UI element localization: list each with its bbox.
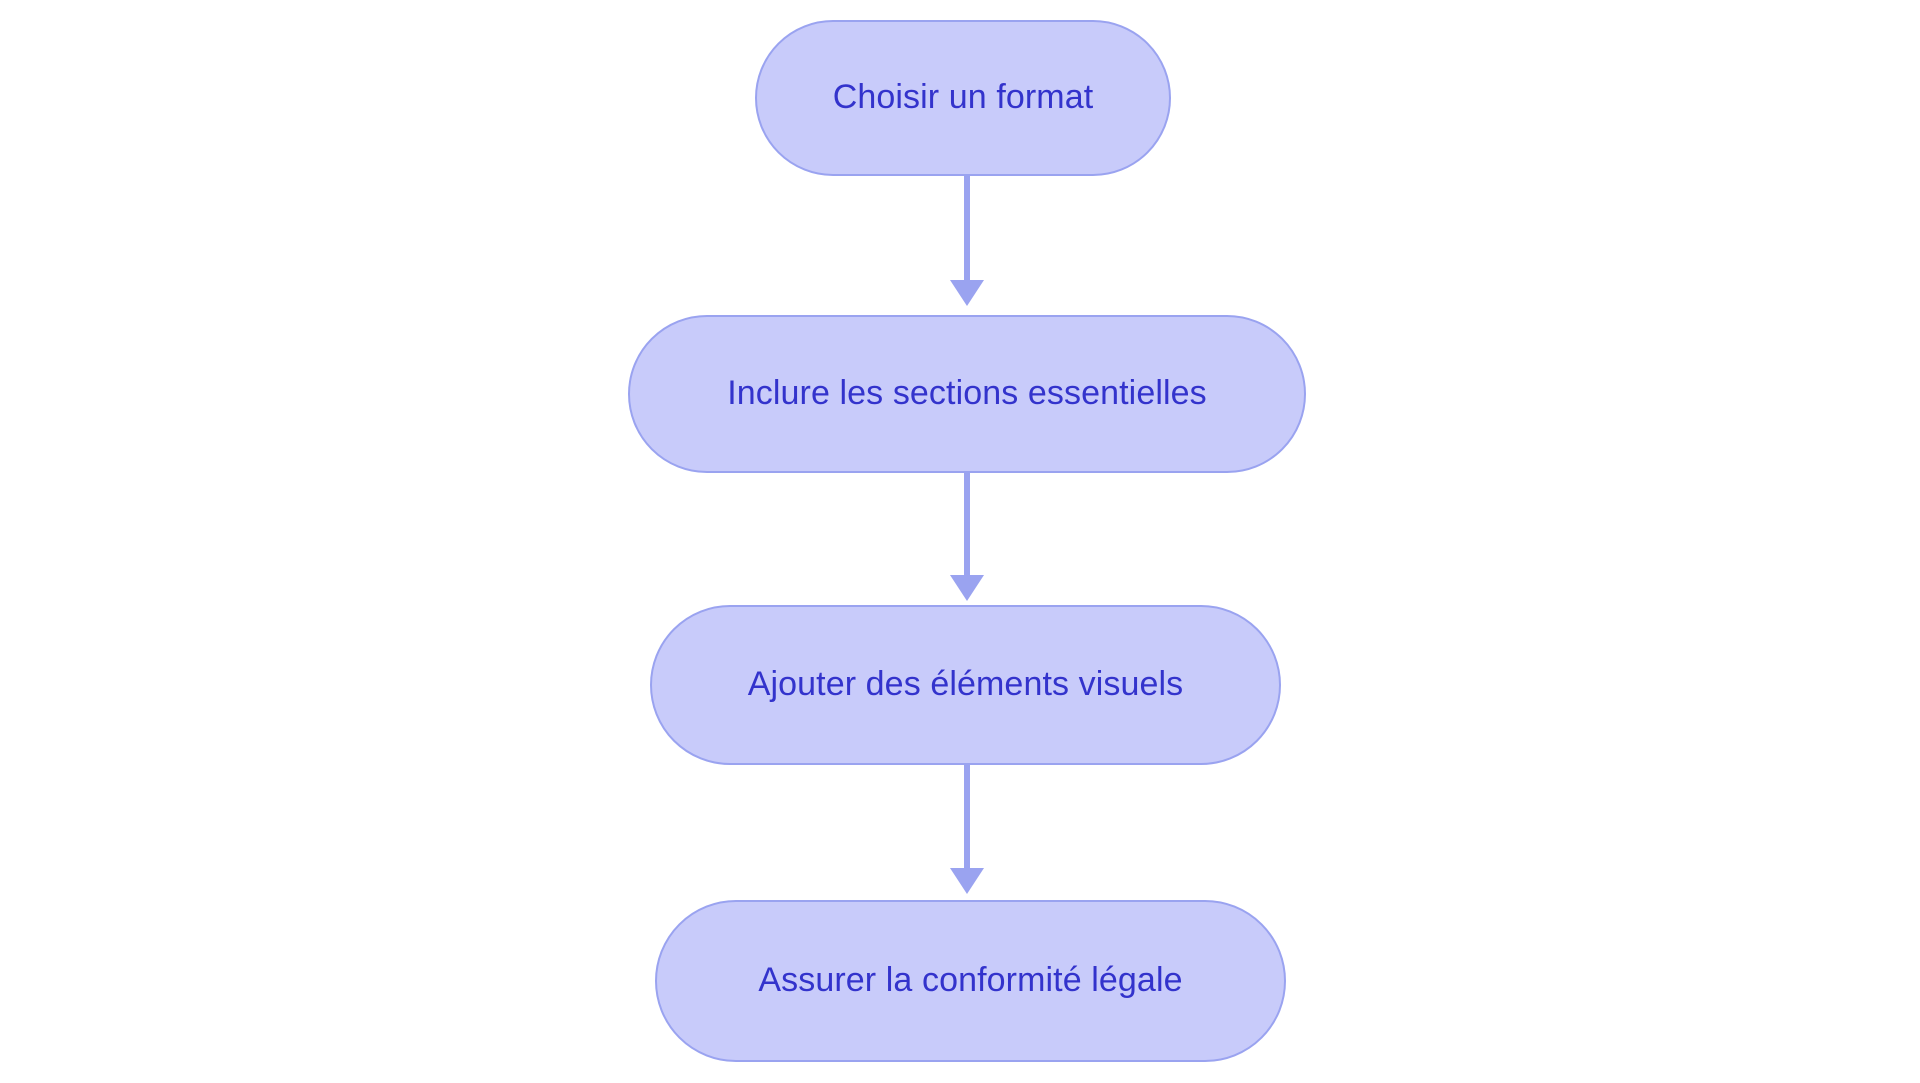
edge-line-node2-node3 (964, 765, 970, 868)
flowchart-node-inclure-les-sections-essentielles[interactable]: Inclure les sections essentielles (628, 315, 1306, 473)
edge-line-node1-node2 (964, 473, 970, 575)
edge-line-node0-node1 (964, 176, 970, 280)
flowchart-node-label: Ajouter des éléments visuels (747, 665, 1184, 704)
flowchart-node-label: Assurer la conformité légale (758, 961, 1183, 1000)
flowchart-node-ajouter-des-elements-visuels[interactable]: Ajouter des éléments visuels (650, 605, 1281, 765)
flowchart-node-choisir-un-format[interactable]: Choisir un format (755, 20, 1171, 176)
down-arrow-icon (950, 280, 984, 306)
down-arrow-icon (950, 575, 984, 601)
flowchart-node-assurer-la-conformite-legale[interactable]: Assurer la conformité légale (655, 900, 1286, 1062)
flowchart-node-label: Choisir un format (832, 78, 1094, 117)
flowchart-node-label: Inclure les sections essentielles (727, 374, 1207, 413)
down-arrow-icon (950, 868, 984, 894)
